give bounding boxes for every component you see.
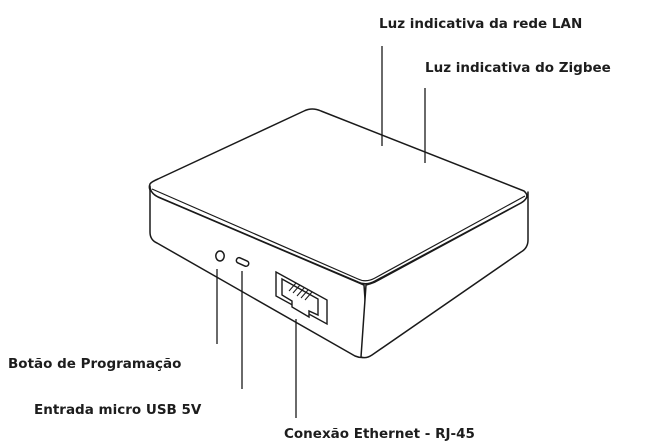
program-button-icon <box>215 250 225 262</box>
program-button-label: Botão de Programação <box>8 356 181 372</box>
ethernet-label: Conexão Ethernet - RJ-45 <box>284 426 475 442</box>
front-ports <box>215 250 328 326</box>
micro-usb-label: Entrada micro USB 5V <box>34 402 202 418</box>
lan-light-label: Luz indicativa da rede LAN <box>379 16 582 32</box>
zigbee-light-label: Luz indicativa do Zigbee <box>425 60 611 76</box>
device-right-face <box>360 191 529 359</box>
micro-usb-port-icon <box>235 256 250 268</box>
ethernet-port-icon <box>275 270 328 326</box>
device-top-edge <box>151 188 526 282</box>
zigbee-hub-device <box>148 108 529 359</box>
callout-lines <box>216 46 426 418</box>
